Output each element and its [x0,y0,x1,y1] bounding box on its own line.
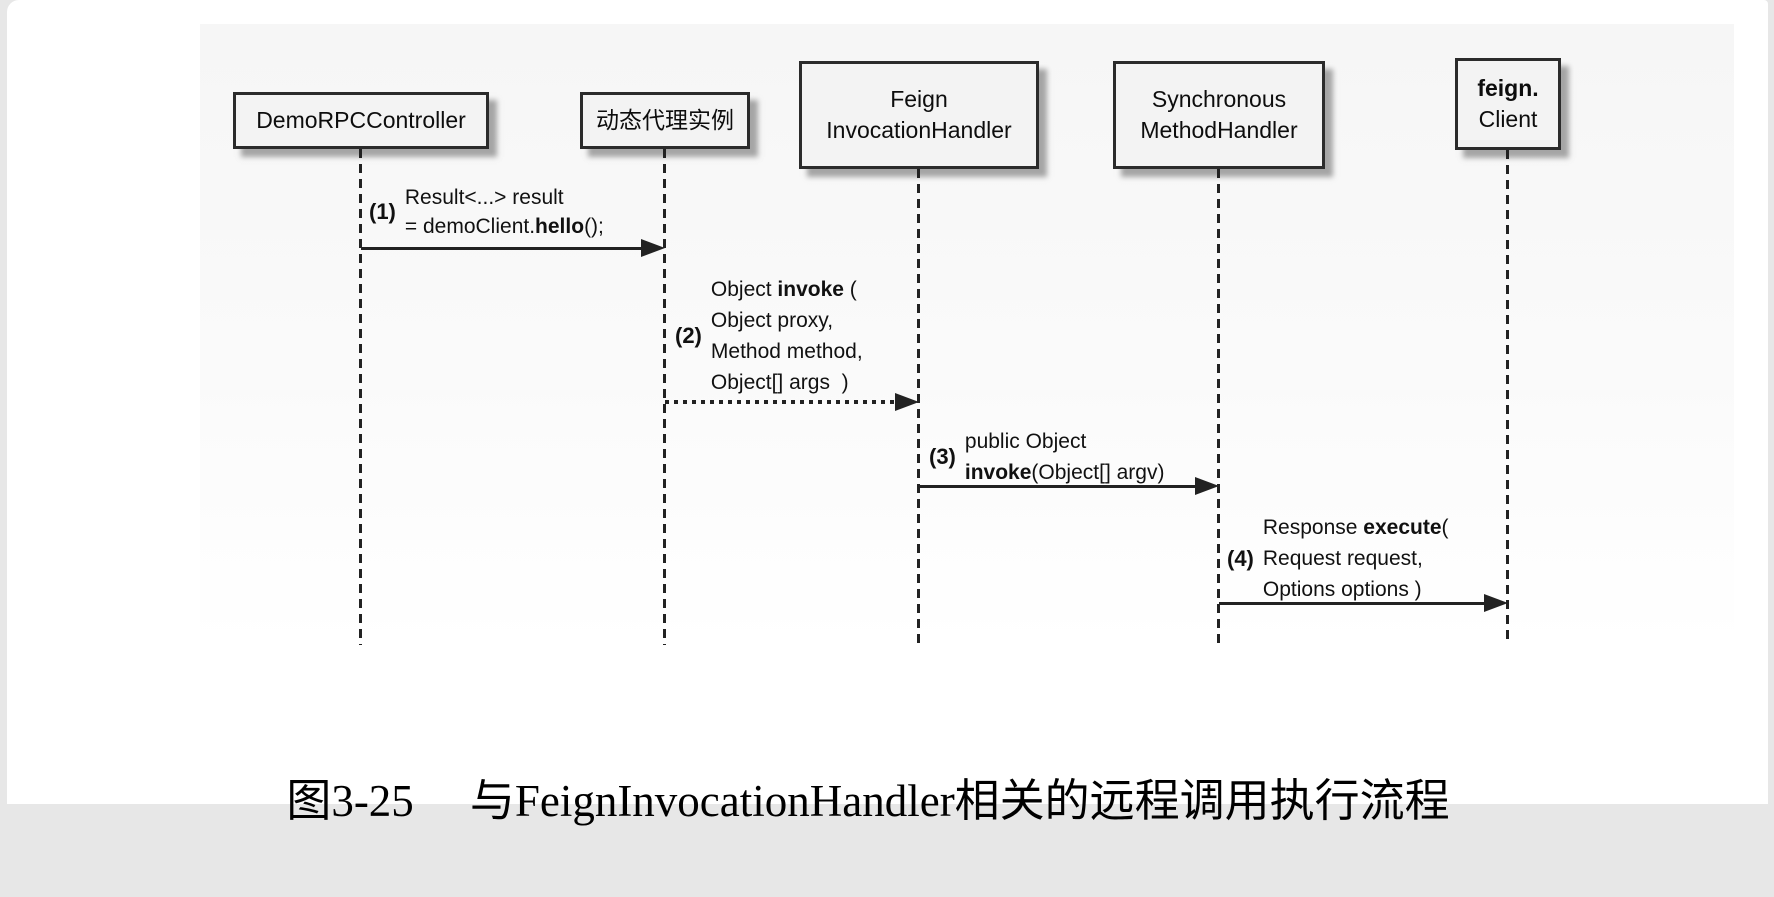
message-2-text: Object invoke ( Object proxy, Method met… [711,274,863,398]
message-4-arrowhead-icon [1484,594,1508,612]
participant-box-feign-client: feign. Client [1455,58,1561,150]
message-2-arrow-line [665,400,897,404]
participant-label-line2: MethodHandler [1140,117,1298,143]
participant-box-feign-invocation-handler: Feign InvocationHandler [799,61,1039,169]
message-4-arrow-line [1219,602,1486,605]
book-page: DemoRPCController 动态代理实例 Feign Invocatio… [7,0,1768,826]
participant-label: 动态代理实例 [596,107,734,133]
message-4-line1: Response execute( [1262,516,1449,539]
message-1-label: (1) Result<...> result = demoClient.hell… [369,183,604,241]
participant-label-line1: Feign [890,86,948,112]
message-3-text: public Object invoke(Object[] argv) [965,426,1165,488]
message-1-text: Result<...> result = demoClient.hello(); [405,183,604,241]
message-4-label: (4) Response execute( Request request, O… [1227,512,1449,605]
figure-caption-title: 与FeignInvocationHandler相关的远程调用执行流程 [469,776,1450,826]
message-2-label: (2) Object invoke ( Object proxy, Method… [675,274,863,398]
lifeline-synchronous-method-handler [1217,169,1220,645]
participant-box-demo-rpc-controller: DemoRPCController [233,92,489,149]
message-3-line1: public Object [964,430,1087,453]
participant-label-line2: InvocationHandler [826,117,1012,143]
participant-label-line1: feign. [1477,75,1539,101]
message-2-number: (2) [675,323,702,348]
message-3-arrow-line [919,485,1197,488]
message-1-line1: Result<...> result [404,186,564,209]
message-4-line2: Request request, [1262,547,1423,570]
participant-box-dynamic-proxy-instance: 动态代理实例 [580,92,750,149]
participant-label-line1: Synchronous [1151,86,1287,112]
message-1-arrowhead-icon [641,239,665,257]
message-2-line3: Method method, [710,340,863,363]
participant-label-line2: Client [1478,106,1538,132]
message-2-line2: Object proxy, [710,309,834,332]
lifeline-feign-client [1506,150,1509,645]
message-4-number: (4) [1227,545,1254,571]
message-3-arrowhead-icon [1195,477,1219,495]
figure-caption: 图3-25 与FeignInvocationHandler相关的远程调用执行流程 [7,705,1768,897]
lifeline-dynamic-proxy-instance [663,149,666,645]
message-2-line1: Object invoke ( [710,278,857,301]
message-3-label: (3) public Object invoke(Object[] argv) [929,426,1164,488]
figure-caption-label: 图3-25 [286,776,414,826]
message-3-number: (3) [929,444,956,469]
message-4-text: Response execute( Request request, Optio… [1263,512,1449,605]
lifeline-demo-rpc-controller [359,149,362,645]
message-2-arrowhead-icon [895,393,919,411]
message-2-line4: Object[] args ) [710,371,849,394]
message-3-line2: invoke(Object[] argv) [964,461,1165,484]
message-1-number: (1) [369,199,396,224]
participant-box-synchronous-method-handler: Synchronous MethodHandler [1113,61,1325,169]
message-1-line2: = demoClient.hello(); [404,215,604,238]
participant-label: DemoRPCController [256,107,466,133]
message-4-line3: Options options ) [1262,578,1422,601]
message-1-arrow-line [361,247,643,250]
